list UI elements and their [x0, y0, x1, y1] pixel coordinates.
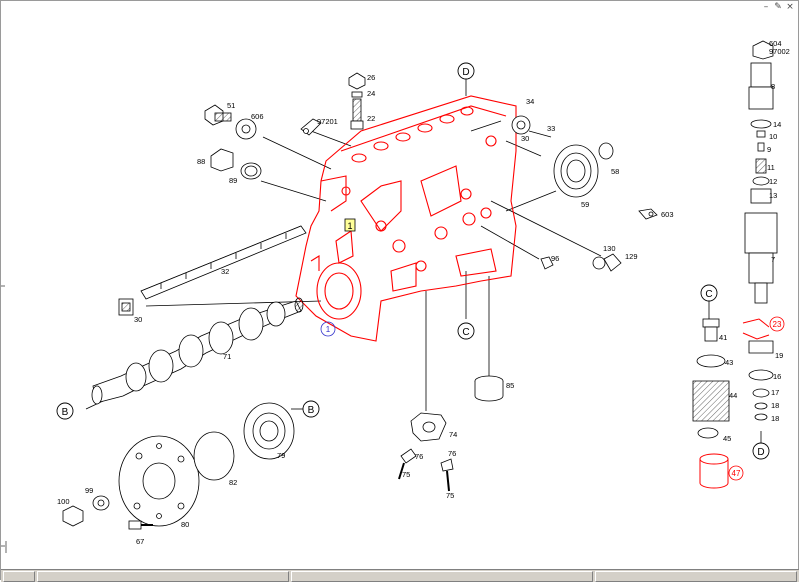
svg-text:75: 75: [402, 470, 410, 479]
pump-housing[interactable]: [295, 95, 517, 342]
ref-C-right: C: [705, 289, 712, 300]
svg-text:30: 30: [521, 134, 529, 143]
svg-text:43: 43: [725, 358, 733, 367]
svg-text:88: 88: [197, 157, 205, 166]
parts-bottom-middle: [398, 375, 504, 492]
svg-text:44: 44: [729, 391, 737, 400]
ref-B-right: B: [308, 405, 315, 416]
svg-text:85: 85: [506, 381, 514, 390]
reference-labels: D C B B C D: [62, 67, 765, 458]
svg-text:51: 51: [227, 101, 235, 110]
exploded-parts-diagram: 1 1: [1, 39, 790, 553]
status-pane-2: [37, 571, 289, 582]
status-bar: [1, 569, 799, 582]
part-number-labels: 26 24 22 97201 51 606 88 89 32 30 71 34 …: [57, 39, 790, 546]
svg-text:58: 58: [611, 167, 619, 176]
svg-text:22: 22: [367, 114, 375, 123]
svg-text:26: 26: [367, 73, 375, 82]
svg-text:7: 7: [771, 255, 775, 264]
parts-top-middle: [204, 72, 366, 180]
svg-text:74: 74: [449, 430, 457, 439]
minimize-icon[interactable]: –: [763, 2, 769, 12]
reference-circles: [56, 62, 770, 460]
svg-text:76: 76: [415, 452, 423, 461]
frame-marks: [1, 285, 7, 553]
svg-text:8: 8: [771, 82, 775, 91]
ref-D-bottom: D: [757, 447, 764, 458]
svg-text:100: 100: [57, 497, 70, 506]
svg-text:67: 67: [136, 537, 144, 546]
svg-text:71: 71: [223, 352, 231, 361]
svg-text:1: 1: [326, 325, 331, 334]
svg-text:10: 10: [769, 132, 777, 141]
svg-text:9: 9: [767, 145, 771, 154]
bearing-parts-right: [511, 115, 658, 272]
svg-text:97201: 97201: [317, 117, 338, 126]
svg-text:12: 12: [769, 177, 777, 186]
control-rack-32: [118, 225, 307, 316]
svg-text:130: 130: [603, 244, 616, 253]
svg-text:32: 32: [221, 267, 229, 276]
pin-icon[interactable]: ✎: [774, 2, 782, 12]
close-icon[interactable]: ×: [786, 2, 794, 12]
delivery-valve-stack: [692, 40, 778, 439]
svg-text:34: 34: [526, 97, 534, 106]
housing-callout[interactable]: 1: [320, 321, 336, 337]
svg-text:24: 24: [367, 89, 375, 98]
callout-47[interactable]: 47: [728, 465, 744, 481]
svg-text:604: 604: [769, 39, 782, 48]
svg-text:96: 96: [551, 254, 559, 263]
ref-D-top: D: [462, 67, 469, 78]
housing-label-flag: 1: [344, 218, 356, 232]
status-pane-1: [3, 571, 35, 582]
svg-text:80: 80: [181, 520, 189, 529]
svg-text:41: 41: [719, 333, 727, 342]
svg-text:19: 19: [775, 351, 783, 360]
svg-text:97002: 97002: [769, 47, 790, 56]
svg-text:18: 18: [771, 414, 779, 423]
svg-text:16: 16: [773, 372, 781, 381]
svg-text:11: 11: [767, 163, 775, 172]
svg-text:45: 45: [723, 434, 731, 443]
svg-text:30: 30: [134, 315, 142, 324]
svg-text:47: 47: [732, 469, 741, 478]
svg-text:1: 1: [347, 221, 352, 231]
svg-text:75: 75: [446, 491, 454, 500]
svg-text:76: 76: [448, 449, 456, 458]
callout-23[interactable]: 23: [769, 316, 785, 332]
svg-text:603: 603: [661, 210, 674, 219]
svg-text:17: 17: [771, 388, 779, 397]
svg-text:99: 99: [85, 486, 93, 495]
svg-text:59: 59: [581, 200, 589, 209]
svg-text:129: 129: [625, 252, 638, 261]
svg-text:606: 606: [251, 112, 264, 121]
camshaft-71: [91, 297, 304, 405]
ref-B-left: B: [62, 407, 69, 418]
status-pane-3: [291, 571, 593, 582]
drive-flange-assembly: [62, 402, 295, 530]
svg-text:33: 33: [547, 124, 555, 133]
svg-text:14: 14: [773, 120, 781, 129]
ref-C-main: C: [462, 327, 469, 338]
svg-text:23: 23: [773, 320, 782, 329]
viewer-controls: – ✎ ×: [1, 1, 799, 15]
svg-text:82: 82: [229, 478, 237, 487]
svg-text:89: 89: [229, 176, 237, 185]
svg-text:13: 13: [769, 191, 777, 200]
svg-text:79: 79: [277, 451, 285, 460]
status-pane-4: [595, 571, 797, 582]
highlighted-parts[interactable]: [699, 318, 770, 489]
svg-text:18: 18: [771, 401, 779, 410]
